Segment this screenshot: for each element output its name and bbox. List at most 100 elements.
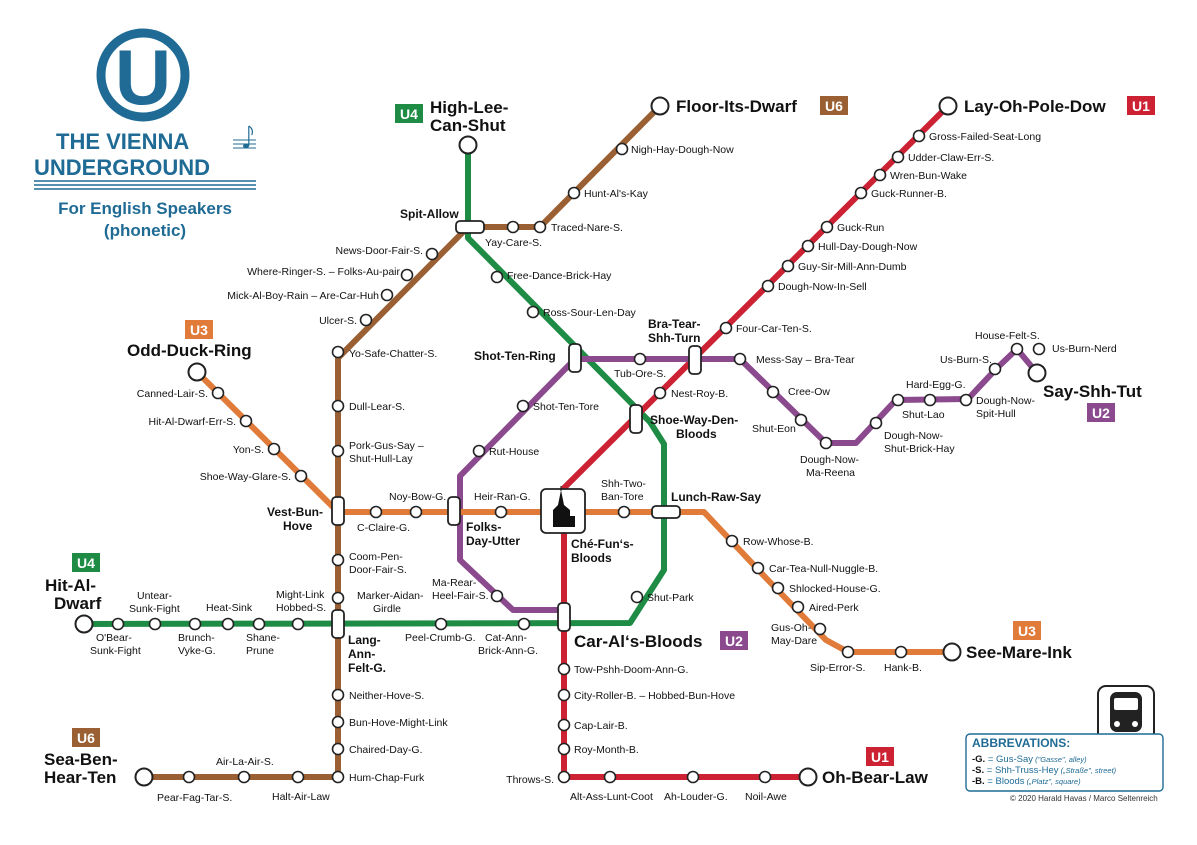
station-hunt-als[interactable] xyxy=(567,186,581,200)
station-us-burn-nerd[interactable] xyxy=(1032,342,1046,356)
station-cap-lair[interactable] xyxy=(557,718,571,732)
interchange-car-als-bloods[interactable] xyxy=(557,602,571,632)
station-cree-ow[interactable] xyxy=(766,385,780,399)
station-brunch[interactable] xyxy=(188,617,202,631)
station-dough-now-ma[interactable] xyxy=(819,436,833,450)
station-heir-ran[interactable] xyxy=(494,505,508,519)
station-guy-sir[interactable] xyxy=(781,259,795,273)
station-throws[interactable] xyxy=(557,770,571,784)
station-four-car[interactable] xyxy=(719,321,733,335)
station-udder-claw[interactable] xyxy=(891,150,905,164)
station-bun-hove[interactable] xyxy=(331,715,345,729)
station-hard-egg[interactable] xyxy=(923,393,937,407)
terminus-odd-duck-ring[interactable] xyxy=(187,362,207,382)
label-bun-hove: Bun-Hove-Might-Link xyxy=(349,717,448,729)
cathedral-icon[interactable] xyxy=(540,486,586,534)
station-hull-day[interactable] xyxy=(801,239,815,253)
station-air-la[interactable] xyxy=(237,770,251,784)
station-nigh-hay[interactable] xyxy=(615,142,629,156)
station-pear-fag[interactable] xyxy=(182,770,196,784)
station-yo-safe[interactable] xyxy=(331,345,345,359)
terminus-hit-al-dwarf[interactable] xyxy=(74,614,94,634)
terminus-lay-oh-pole-dow[interactable] xyxy=(938,96,958,116)
station-aired-perk[interactable] xyxy=(791,600,805,614)
station-noil-awe[interactable] xyxy=(758,770,772,784)
station-dough-now-shut[interactable] xyxy=(869,416,883,430)
terminus-high-lee-can-shut[interactable] xyxy=(458,135,478,155)
station-rut-house[interactable] xyxy=(472,444,486,458)
station-tow-pshh[interactable] xyxy=(557,662,571,676)
station-marker[interactable] xyxy=(331,591,345,605)
station-halt-air[interactable] xyxy=(291,770,305,784)
station-hank[interactable] xyxy=(894,645,908,659)
terminus-floor-its-dwarf[interactable] xyxy=(650,96,670,116)
station-ah-louder[interactable] xyxy=(686,770,700,784)
station-car-tea[interactable] xyxy=(751,561,765,575)
interchange-vest-bun-hove[interactable] xyxy=(331,496,345,526)
terminus-oh-bear-law[interactable] xyxy=(798,767,818,787)
interchange-shoe-way-den-bloods[interactable] xyxy=(629,404,643,434)
station-ma-rear[interactable] xyxy=(490,589,504,603)
interchange-lunch-raw-say[interactable] xyxy=(651,505,681,519)
station-heat-sink[interactable] xyxy=(221,617,235,631)
station-chaired[interactable] xyxy=(331,742,345,756)
station-yay-care[interactable] xyxy=(506,220,520,234)
station-traced[interactable] xyxy=(533,220,547,234)
station-dull-lear[interactable] xyxy=(331,399,345,413)
station-free-dance[interactable] xyxy=(490,270,504,284)
interchange-spit-allow[interactable] xyxy=(455,220,485,234)
station-cat-ann[interactable] xyxy=(517,617,531,631)
station-coom-pen[interactable] xyxy=(331,553,345,567)
station-untear[interactable] xyxy=(148,617,162,631)
station-might-link[interactable] xyxy=(291,617,305,631)
station-noy-bow[interactable] xyxy=(409,505,423,519)
station-guck-run[interactable] xyxy=(820,220,834,234)
station-wren-bun[interactable] xyxy=(873,168,887,182)
station-mess-say[interactable] xyxy=(733,352,747,366)
station-shh-two[interactable] xyxy=(617,505,631,519)
station-news-door[interactable] xyxy=(425,247,439,261)
interchange-bra-tear-shh-turn[interactable] xyxy=(688,345,702,375)
station-roy-month[interactable] xyxy=(557,742,571,756)
station-ross-sour[interactable] xyxy=(526,305,540,319)
station-gross-failed[interactable] xyxy=(912,129,926,143)
station-tub-ore[interactable] xyxy=(633,352,647,366)
station-gus-oh[interactable] xyxy=(813,622,827,636)
label-heat-sink: Heat-Sink xyxy=(206,602,253,614)
interchange-lang-ann-felt[interactable] xyxy=(331,609,345,639)
station-alt-ass[interactable] xyxy=(603,770,617,784)
station-dough-now-in[interactable] xyxy=(761,279,775,293)
station-canned-lair[interactable] xyxy=(211,386,225,400)
terminus-see-mare-ink[interactable] xyxy=(942,642,962,662)
station-us-burn-s[interactable] xyxy=(988,362,1002,376)
station-yon[interactable] xyxy=(267,442,281,456)
station-peel-crumb[interactable] xyxy=(434,617,448,631)
station-guck-runner[interactable] xyxy=(854,186,868,200)
terminus-sea-ben-hear-ten[interactable] xyxy=(134,767,154,787)
station-obear[interactable] xyxy=(111,617,125,631)
station-shlocked[interactable] xyxy=(771,581,785,595)
station-neither[interactable] xyxy=(331,688,345,702)
station-city-roller[interactable] xyxy=(557,688,571,702)
station-c-claire[interactable] xyxy=(369,505,383,519)
interchange-shot-ten-ring[interactable] xyxy=(568,343,582,373)
station-house-felt[interactable] xyxy=(1010,342,1024,356)
station-where-ringer[interactable] xyxy=(400,268,414,282)
station-ulcer[interactable] xyxy=(359,313,373,327)
station-pork-gus[interactable] xyxy=(331,444,345,458)
station-shoe-way-glare[interactable] xyxy=(294,469,308,483)
station-mick-al[interactable] xyxy=(380,288,394,302)
station-sip-error[interactable] xyxy=(841,645,855,659)
station-dough-now-spit[interactable] xyxy=(959,393,973,407)
terminus-say-shh-tut[interactable] xyxy=(1027,363,1047,383)
station-hit-al-dwarf-err[interactable] xyxy=(239,414,253,428)
station-shane[interactable] xyxy=(252,617,266,631)
station-hum-chap[interactable] xyxy=(331,770,345,784)
station-shot-ten-tore[interactable] xyxy=(516,399,530,413)
interchange-folks-day-utter[interactable] xyxy=(447,496,461,526)
station-row-whose[interactable] xyxy=(725,534,739,548)
station-nest-roy[interactable] xyxy=(653,386,667,400)
station-shut-eon[interactable] xyxy=(794,413,808,427)
station-shut-lao[interactable] xyxy=(891,393,905,407)
station-shut-park[interactable] xyxy=(630,590,644,604)
